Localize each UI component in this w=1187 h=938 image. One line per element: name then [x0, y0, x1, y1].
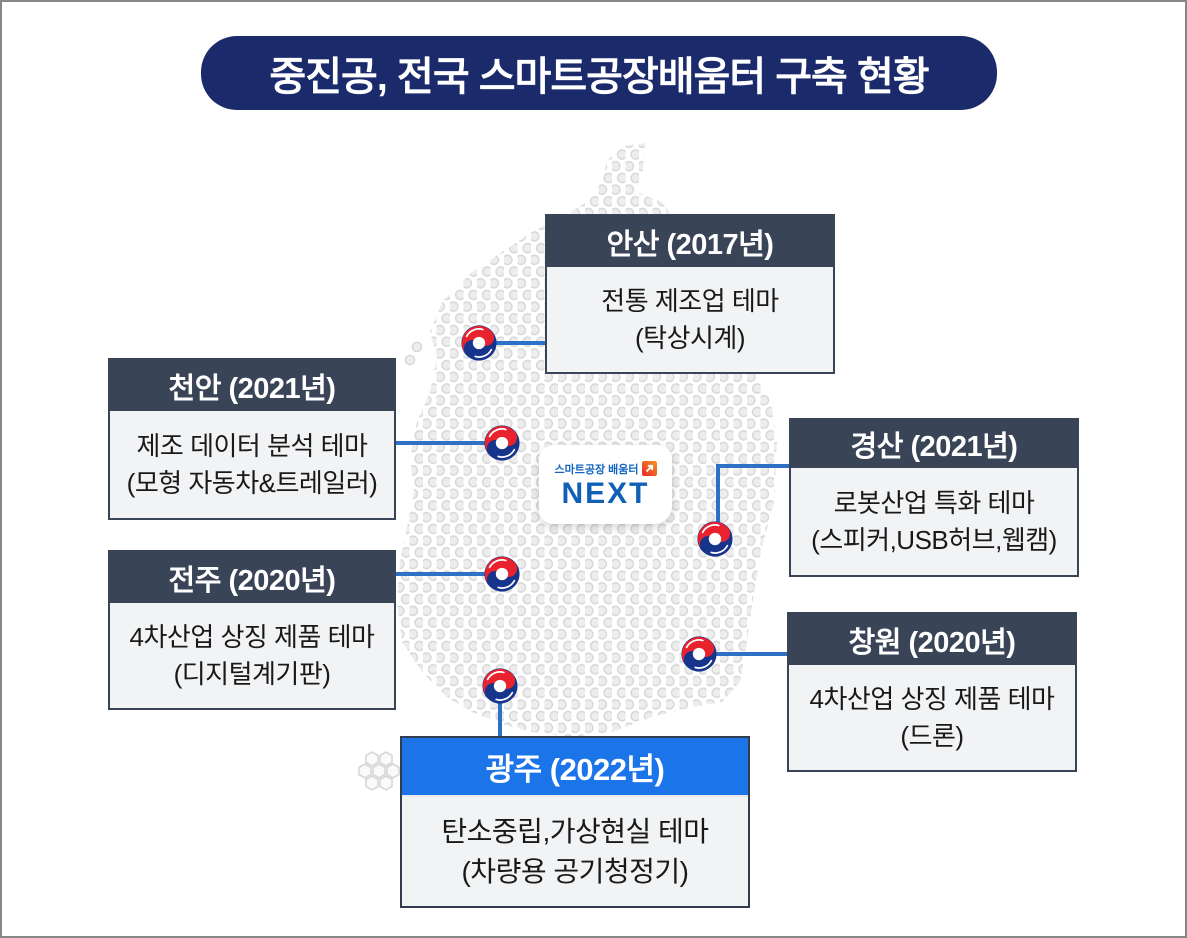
- marker-gyeongsan: [696, 520, 734, 558]
- theme-text: 전통 제조업 테마: [601, 285, 779, 316]
- connector-ansan: [492, 341, 547, 345]
- callout-gwangju-header: 광주 (2022년): [402, 738, 748, 797]
- page-title: 중진공, 전국 스마트공장배움터 구축 현황: [201, 36, 997, 110]
- product-text: (스피커,USB허브,웹캠): [811, 525, 1057, 555]
- taegeuk-icon: [696, 520, 734, 558]
- logo-title: NEXT: [561, 476, 650, 510]
- marker-cheonan: [483, 424, 521, 462]
- marker-ansan: [460, 324, 498, 362]
- product-text: (탁상시계): [635, 323, 746, 353]
- callout-jeonju-header: 전주 (2020년): [110, 552, 394, 603]
- connector-gyeongsan-v: [716, 464, 720, 522]
- callout-cheonan-header: 천안 (2021년): [110, 360, 394, 411]
- jeju-island-cluster: [358, 751, 400, 791]
- taegeuk-icon: [460, 324, 498, 362]
- callout-ansan: 안산 (2017년) 전통 제조업 테마 (탁상시계): [545, 214, 835, 374]
- taegeuk-icon: [481, 667, 519, 705]
- logo-subtitle: 스마트공장 배움터: [554, 463, 639, 476]
- logo-arrow-icon: [641, 460, 657, 476]
- taegeuk-icon: [680, 635, 718, 673]
- theme-text: 4차산업 상징 제품 테마: [809, 683, 1055, 714]
- logo-card: 스마트공장 배움터 NEXT: [539, 445, 672, 524]
- connector-gyeongsan-h: [716, 464, 789, 468]
- product-text: (디지털계기판): [173, 659, 331, 689]
- theme-text: 로봇산업 특화 테마: [833, 487, 1035, 518]
- marker-jeonju: [483, 555, 521, 593]
- taegeuk-icon: [483, 424, 521, 462]
- callout-gwangju-body: 탄소중립,가상현실 테마 (차량용 공기청정기): [402, 797, 748, 906]
- callout-changwon: 창원 (2020년) 4차산업 상징 제품 테마 (드론): [787, 612, 1077, 772]
- marker-changwon: [680, 635, 718, 673]
- taegeuk-icon: [483, 555, 521, 593]
- island-dot: [411, 341, 423, 353]
- theme-text: 제조 데이터 분석 테마: [136, 430, 368, 461]
- callout-cheonan: 천안 (2021년) 제조 데이터 분석 테마 (모형 자동차&트레일러): [108, 358, 396, 520]
- callout-jeonju: 전주 (2020년) 4차산업 상징 제품 테마 (디지털계기판): [108, 550, 396, 710]
- marker-gwangju: [481, 667, 519, 705]
- product-text: (모형 자동차&트레일러): [126, 468, 378, 498]
- callout-ansan-body: 전통 제조업 테마 (탁상시계): [547, 267, 833, 372]
- callout-jeonju-body: 4차산업 상징 제품 테마 (디지털계기판): [110, 603, 394, 708]
- connector-cheonan: [396, 441, 486, 445]
- theme-text: 탄소중립,가상현실 테마: [441, 816, 709, 847]
- callout-gwangju: 광주 (2022년) 탄소중립,가상현실 테마 (차량용 공기청정기): [400, 736, 750, 908]
- product-text: (드론): [900, 721, 964, 751]
- callout-gyeongsan: 경산 (2021년) 로봇산업 특화 테마 (스피커,USB허브,웹캠): [789, 418, 1079, 577]
- connector-changwon: [714, 652, 787, 656]
- callout-changwon-header: 창원 (2020년): [789, 614, 1075, 665]
- product-text: (차량용 공기청정기): [461, 856, 689, 887]
- callout-gyeongsan-header: 경산 (2021년): [791, 420, 1077, 468]
- connector-gwangju: [498, 702, 502, 736]
- connector-jeonju: [396, 572, 486, 576]
- callout-gyeongsan-body: 로봇산업 특화 테마 (스피커,USB허브,웹캠): [791, 468, 1077, 575]
- callout-changwon-body: 4차산업 상징 제품 테마 (드론): [789, 665, 1075, 770]
- callout-ansan-header: 안산 (2017년): [547, 216, 833, 267]
- island-dot: [404, 354, 416, 366]
- callout-cheonan-body: 제조 데이터 분석 테마 (모형 자동차&트레일러): [110, 411, 394, 518]
- theme-text: 4차산업 상징 제품 테마: [129, 621, 375, 652]
